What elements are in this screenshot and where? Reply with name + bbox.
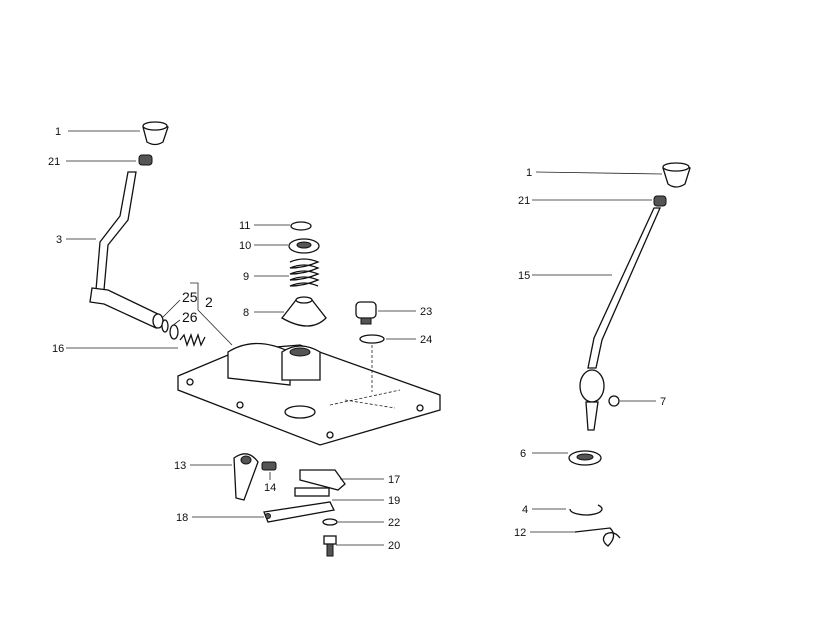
label-24: 24 — [420, 334, 432, 346]
seat-6 — [568, 450, 602, 466]
label-6: 6 — [520, 448, 526, 460]
label-11: 11 — [239, 220, 250, 232]
nut-21-left — [138, 154, 153, 166]
label-3: 3 — [56, 234, 62, 246]
label-13: 13 — [174, 460, 186, 472]
label-16: 16 — [52, 343, 64, 355]
circlip-11 — [290, 221, 312, 231]
label-7: 7 — [660, 396, 666, 408]
shift-knob-left — [142, 121, 169, 146]
shift-lever-3 — [89, 171, 164, 329]
label-17: 17 — [388, 474, 400, 486]
bolt-14 — [261, 461, 277, 471]
label-1: 1 — [55, 126, 61, 138]
washer-10 — [288, 238, 320, 254]
labels-right: 1 21 15 7 6 4 12 — [514, 167, 666, 539]
label-22: 22 — [388, 517, 400, 529]
plug-23 — [355, 301, 377, 325]
label-12: 12 — [514, 527, 526, 539]
link-18 — [263, 501, 335, 523]
leader-lines — [66, 130, 663, 546]
label-9: 9 — [243, 271, 249, 283]
spring-16 — [179, 333, 206, 347]
bush-7 — [608, 395, 620, 407]
label-21: 21 — [48, 156, 60, 168]
spring-9 — [289, 258, 320, 287]
label-14: 14 — [264, 482, 276, 494]
label-4: 4 — [522, 504, 528, 516]
label-18: 18 — [176, 512, 188, 524]
spring-clip-12 — [574, 527, 621, 547]
washer-24 — [359, 334, 385, 344]
shift-lever-15 — [579, 207, 661, 431]
label-10: 10 — [239, 240, 251, 252]
label-25: 25 — [182, 289, 198, 305]
plate-17 — [299, 469, 346, 491]
boot-8 — [281, 296, 327, 327]
nut-21-right — [653, 195, 667, 207]
bolt-20 — [323, 535, 337, 557]
washer-22 — [322, 518, 338, 526]
label-23: 23 — [420, 306, 432, 318]
cover-plate-2 — [177, 342, 441, 446]
label-26: 26 — [182, 309, 198, 325]
label-15: 15 — [518, 270, 530, 282]
shift-knob-right — [662, 162, 691, 188]
circlip-4 — [569, 504, 603, 516]
label-8: 8 — [243, 307, 249, 319]
lever-13 — [233, 453, 259, 501]
label-2: 2 — [205, 294, 213, 310]
block-19 — [294, 487, 330, 497]
label-21-right: 21 — [518, 195, 530, 207]
label-19: 19 — [388, 495, 400, 507]
label-20: 20 — [388, 540, 400, 552]
labels-left: 1 21 3 25 26 2 16 11 10 9 8 23 24 13 14 … — [48, 126, 432, 552]
label-1-right: 1 — [526, 167, 532, 179]
